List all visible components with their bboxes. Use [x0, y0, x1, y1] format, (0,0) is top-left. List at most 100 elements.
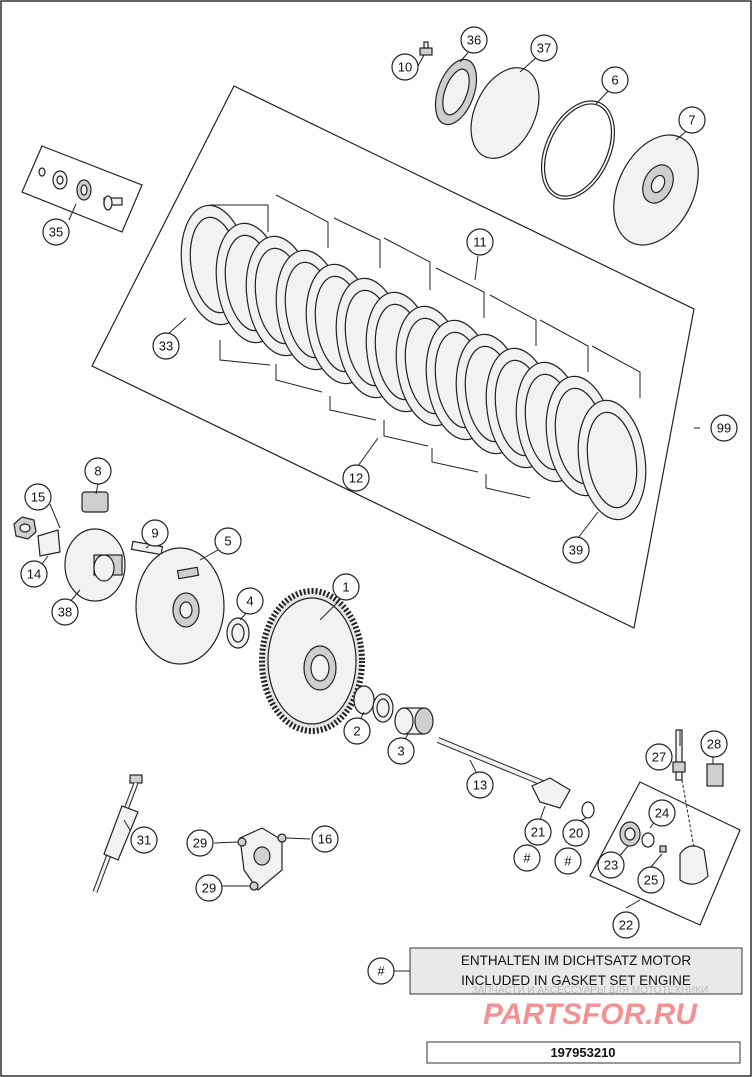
part-22-outline [589, 781, 741, 926]
part-10-bolt [419, 41, 433, 56]
callout-1: 1 [332, 573, 360, 601]
part-4-washer [226, 617, 250, 649]
part-8-block [81, 491, 109, 513]
callout-hash-2: # [554, 847, 582, 875]
svg-text:13: 13 [473, 778, 487, 793]
svg-text:#: # [523, 851, 531, 866]
svg-text:39: 39 [569, 543, 583, 558]
callout-3: 3 [387, 737, 415, 765]
svg-text:11: 11 [473, 235, 487, 250]
callout-33: 33 [152, 332, 180, 360]
callout-9: 9 [141, 519, 169, 547]
part-20-oring [581, 801, 595, 819]
svg-text:99: 99 [717, 421, 731, 436]
svg-text:20: 20 [569, 826, 583, 841]
svg-text:#: # [377, 964, 385, 979]
svg-text:29: 29 [202, 881, 216, 896]
svg-text:12: 12 [349, 471, 363, 486]
part-7-pressure-plate [613, 134, 699, 246]
callout-31: 31 [130, 826, 158, 854]
drawing-number-box: 197953210 [426, 1041, 741, 1064]
legend-box: ENTHALTEN IM DICHTSATZ MOTOR INCLUDED IN… [409, 947, 743, 995]
part-38-hub [64, 528, 126, 602]
callout-27: 27 [645, 743, 673, 771]
callout-39: 39 [562, 536, 590, 564]
callout-29-lower: 29 [195, 874, 223, 902]
svg-text:31: 31 [137, 833, 151, 848]
callout-12: 12 [342, 464, 370, 492]
svg-text:7: 7 [688, 113, 695, 128]
callout-7: 7 [678, 106, 706, 134]
watermark-caption: ЗАПЧАСТИ И АКСЕССУАРЫ ДЛЯ МОТОТЕХНИКИ [472, 985, 709, 996]
part-35-outline [21, 145, 143, 233]
legend-line-de: ENTHALTEN IM DICHTSATZ MOTOR [461, 953, 692, 968]
watermark-brand: PARTSFOR.RU [483, 998, 698, 1031]
callout-29-upper: 29 [186, 829, 214, 857]
svg-text:37: 37 [537, 41, 551, 56]
svg-text:16: 16 [318, 832, 332, 847]
callout-23: 23 [597, 851, 625, 879]
part-27-bleeder [672, 729, 686, 781]
svg-text:21: 21 [531, 825, 545, 840]
svg-text:10: 10 [398, 60, 412, 75]
callout-36: 36 [460, 26, 488, 54]
part-14-washer [37, 529, 61, 557]
svg-text:23: 23 [604, 858, 618, 873]
drawing-number: 197953210 [550, 1045, 615, 1060]
svg-text:4: 4 [246, 594, 253, 609]
svg-text:9: 9 [151, 526, 158, 541]
callout-99: 99 [710, 414, 738, 442]
part-5-clutch-basket [135, 547, 225, 665]
svg-text:25: 25 [644, 873, 658, 888]
part-21-gasket [531, 777, 571, 809]
svg-text:22: 22 [619, 918, 633, 933]
callout-5: 5 [214, 527, 242, 555]
svg-text:15: 15 [31, 490, 45, 505]
svg-text:5: 5 [224, 534, 231, 549]
callout-hash-legend: # [367, 957, 395, 985]
part-1-gear [259, 588, 365, 734]
part-35-parts [38, 167, 123, 211]
watermark: ЗАПЧАСТИ И АКСЕССУАРЫ ДЛЯ МОТОТЕХНИКИ PA… [472, 985, 709, 1031]
part-22-slave-cylinder [619, 821, 709, 885]
svg-text:36: 36 [467, 33, 481, 48]
svg-text:33: 33 [159, 339, 173, 354]
part-36-bearing [434, 58, 478, 126]
callout-6: 6 [601, 66, 629, 94]
svg-text:14: 14 [27, 567, 41, 582]
callout-15: 15 [24, 483, 52, 511]
callout-13: 13 [466, 771, 494, 799]
part-15-nut [13, 516, 37, 540]
part-37-disc [470, 67, 540, 159]
clutch-plates-stack [180, 204, 647, 521]
callout-38: 38 [51, 598, 79, 626]
svg-text:8: 8 [94, 464, 101, 479]
part-2-bush [353, 685, 394, 723]
part-16-cover [237, 827, 287, 891]
svg-text:29: 29 [193, 836, 207, 851]
callout-16: 16 [311, 825, 339, 853]
svg-text:38: 38 [58, 605, 72, 620]
svg-text:#: # [564, 854, 572, 869]
svg-text:27: 27 [652, 750, 666, 765]
svg-text:1: 1 [342, 580, 349, 595]
callout-11: 11 [466, 228, 494, 256]
part-6-ring [541, 100, 615, 200]
legend-line-en: INCLUDED IN GASKET SET ENGINE [461, 973, 691, 988]
callout-21: 21 [524, 818, 552, 846]
callout-35: 35 [42, 218, 70, 246]
svg-text:3: 3 [397, 744, 404, 759]
callout-24: 24 [648, 799, 676, 827]
callout-28: 28 [700, 730, 728, 758]
svg-text:24: 24 [655, 806, 669, 821]
callout-8: 8 [84, 457, 112, 485]
callout-20: 20 [562, 819, 590, 847]
clutch-pack-outline [91, 85, 695, 629]
callout-hash-1: # [513, 844, 541, 872]
callout-25: 25 [637, 866, 665, 894]
callout-14: 14 [20, 560, 48, 588]
callout-4: 4 [236, 587, 264, 615]
plate-group-brackets [210, 194, 641, 499]
